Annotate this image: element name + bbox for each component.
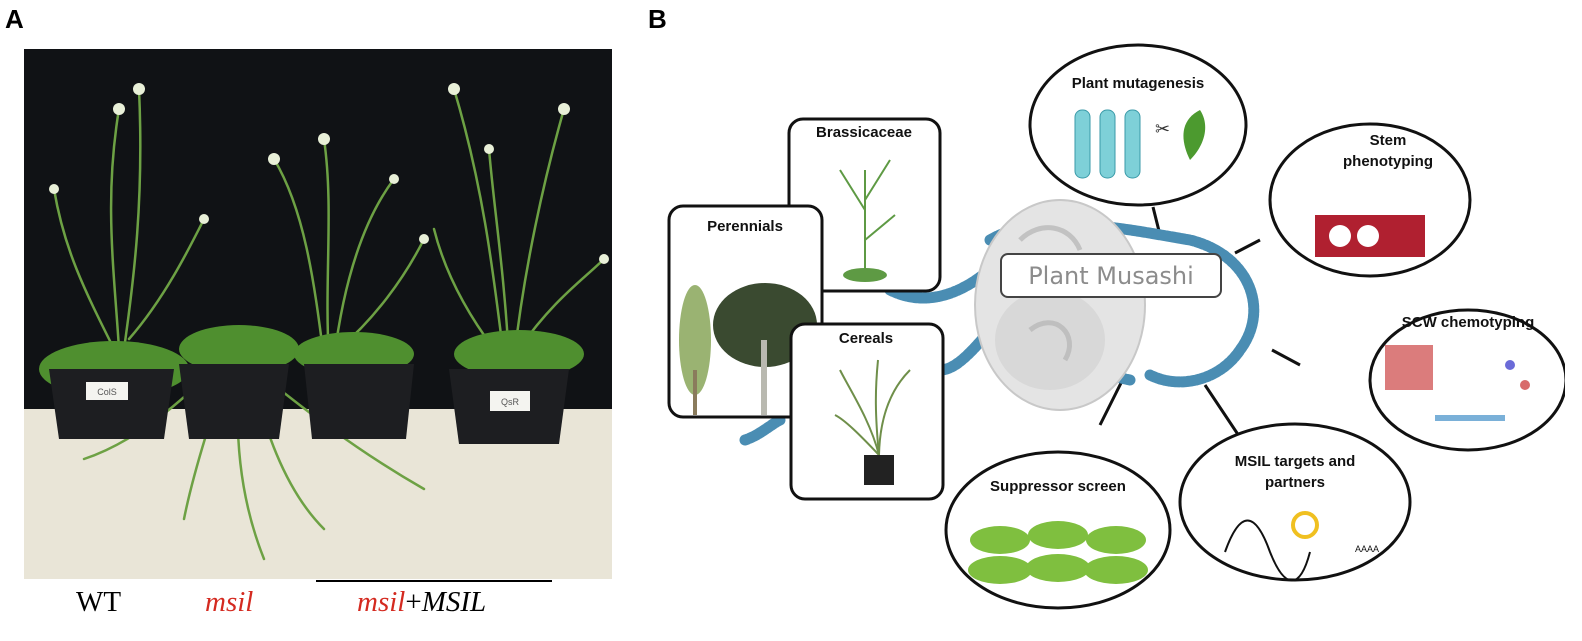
suppressor-bubble: Suppressor screen — [944, 450, 1172, 610]
pots — [49, 364, 569, 444]
scw-bubble: SCW chemotyping — [1368, 308, 1568, 452]
test-tubes-icon — [1074, 109, 1141, 179]
stem-label-1: Stem — [1370, 132, 1407, 149]
targets-label-1: MSIL targets and — [1235, 453, 1356, 470]
panel-b-letter: B — [648, 4, 667, 34]
seedling-tray-icon — [968, 521, 1148, 584]
panel-a-letter: A — [5, 4, 24, 34]
brassica-plant-icon — [839, 159, 896, 275]
pot-label-wt — [86, 382, 128, 400]
genotype-wt: WT — [76, 586, 122, 618]
scissors-icon: ✂ — [1155, 119, 1170, 140]
flower-clusters — [49, 83, 609, 264]
pot-label-wt-text: ColS — [97, 387, 117, 397]
polya-label: AAAA — [1355, 544, 1379, 554]
brassicaceae-label: Brassicaceae — [816, 124, 912, 141]
protein-structure — [974, 199, 1146, 411]
genotype-rescue-gene: MSIL — [421, 586, 487, 618]
plant-photo: ColS QsR — [24, 49, 612, 579]
rescue-bracket-line — [316, 580, 552, 582]
genotype-msil-text: msil — [205, 586, 254, 618]
cereal-pot-icon — [864, 455, 894, 485]
genotype-rescue-plus: + — [405, 586, 422, 618]
mutagenesis-bubble: Plant mutagenesis ✂ — [1028, 43, 1248, 207]
perennials-label: Perennials — [707, 218, 783, 235]
pot-label-rescue — [490, 391, 530, 411]
genotype-rescue-mutant: msil — [357, 586, 406, 618]
suppressor-label: Suppressor screen — [990, 478, 1126, 495]
perennials-box: Perennials — [667, 204, 824, 419]
musashi-diagram: Plant Musashi Brassicaceae Perennials Ce… — [660, 40, 1568, 620]
cereals-box: Cereals — [789, 322, 945, 501]
cell-wall-polymer-icon — [1385, 345, 1433, 390]
seedling-icon — [1183, 110, 1206, 160]
mrna-icon — [1224, 519, 1311, 582]
genotype-rescue: msil+MSIL — [357, 586, 486, 619]
stem-phenotyping-bubble: Stem phenotyping — [1268, 122, 1472, 278]
targets-label-2: partners — [1265, 474, 1325, 491]
targets-bubble: MSIL targets and partners AAAA — [1178, 422, 1412, 582]
cereals-label: Cereals — [839, 330, 893, 347]
pot-label-rescue-text: QsR — [501, 397, 520, 407]
mutagenesis-label: Plant mutagenesis — [1072, 75, 1205, 92]
scw-label: SCW chemotyping — [1402, 314, 1535, 331]
tree-icon — [679, 283, 817, 415]
brassicaceae-box: Brassicaceae — [787, 117, 942, 293]
cereal-plant-icon — [834, 359, 911, 456]
genotype-msil: msil — [205, 586, 253, 619]
center-label: Plant Musashi — [1028, 262, 1194, 290]
stem-label-2: phenotyping — [1343, 153, 1433, 170]
chromatography-icon — [1435, 415, 1505, 421]
center-label-box — [1000, 253, 1222, 298]
partner-protein-icon — [1291, 511, 1319, 539]
inflorescence-stems — [52, 87, 606, 561]
